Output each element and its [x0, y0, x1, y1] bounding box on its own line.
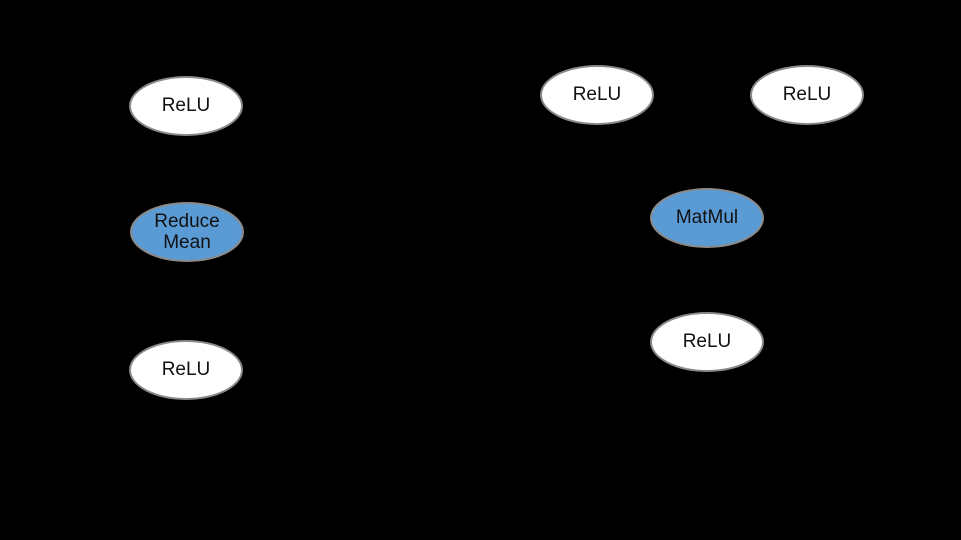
node-label: ReLU: [572, 84, 622, 106]
node-reduce-mean: Reduce Mean: [130, 202, 244, 262]
node-relu-right-top-a: ReLU: [540, 65, 654, 125]
node-relu-left-top: ReLU: [129, 76, 243, 136]
node-matmul: MatMul: [650, 188, 764, 248]
node-label: Reduce Mean: [154, 210, 220, 253]
node-relu-right-top-b: ReLU: [750, 65, 864, 125]
node-relu-right-bottom: ReLU: [650, 312, 764, 372]
node-label: ReLU: [161, 359, 211, 381]
node-label: ReLU: [682, 331, 732, 353]
node-label: ReLU: [161, 95, 211, 117]
node-relu-left-bottom: ReLU: [129, 340, 243, 400]
node-label: ReLU: [782, 84, 832, 106]
node-label: MatMul: [675, 207, 739, 229]
